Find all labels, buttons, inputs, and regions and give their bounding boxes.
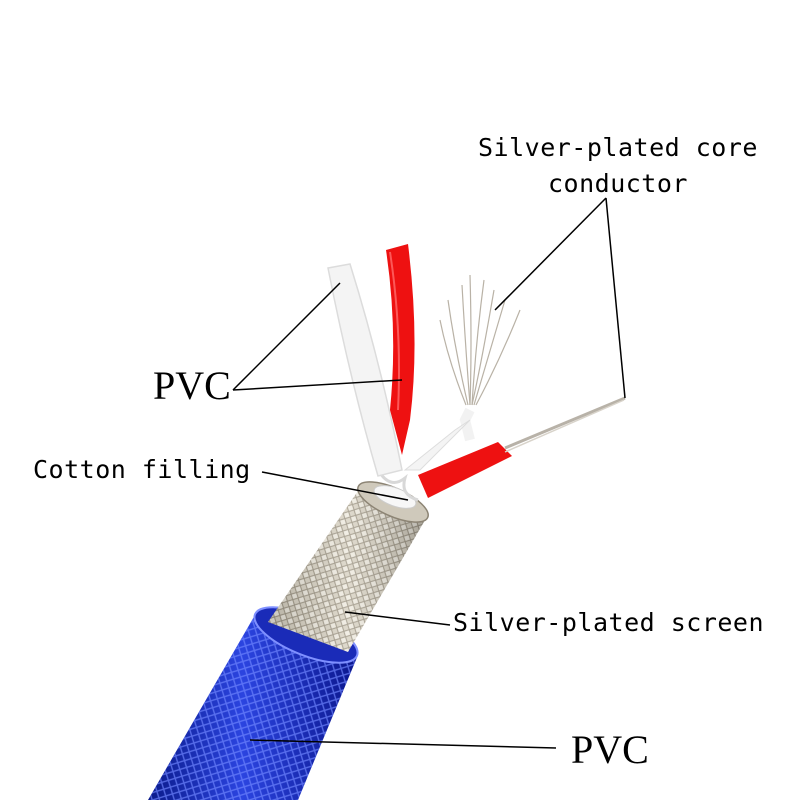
leader-core-to-bare-wire bbox=[605, 197, 626, 399]
white-wire bbox=[327, 263, 403, 477]
label-pvc-inner: PVC bbox=[153, 363, 231, 408]
label-pvc-outer: PVC bbox=[571, 727, 649, 772]
leader-pvc-outer bbox=[249, 739, 557, 749]
leader-pvc-to-white-wire bbox=[232, 282, 341, 391]
leader-lines bbox=[232, 197, 626, 749]
red-wire-angled bbox=[403, 396, 626, 498]
leader-screen bbox=[344, 611, 451, 626]
label-silver-plated-core-conductor: Silver-plated core conductor bbox=[478, 130, 758, 202]
label-core-line-2: conductor bbox=[547, 169, 688, 198]
red-wire-vertical bbox=[386, 244, 415, 455]
label-cotton-filling: Cotton filling bbox=[33, 455, 251, 484]
label-silver-plated-screen: Silver-plated screen bbox=[453, 608, 765, 637]
bare-core-strands bbox=[439, 274, 521, 442]
leader-cotton bbox=[261, 471, 409, 501]
leader-pvc-to-red-wire bbox=[232, 379, 403, 391]
leader-core-to-strands bbox=[494, 197, 607, 311]
label-core-line-1: Silver-plated core bbox=[478, 133, 758, 162]
